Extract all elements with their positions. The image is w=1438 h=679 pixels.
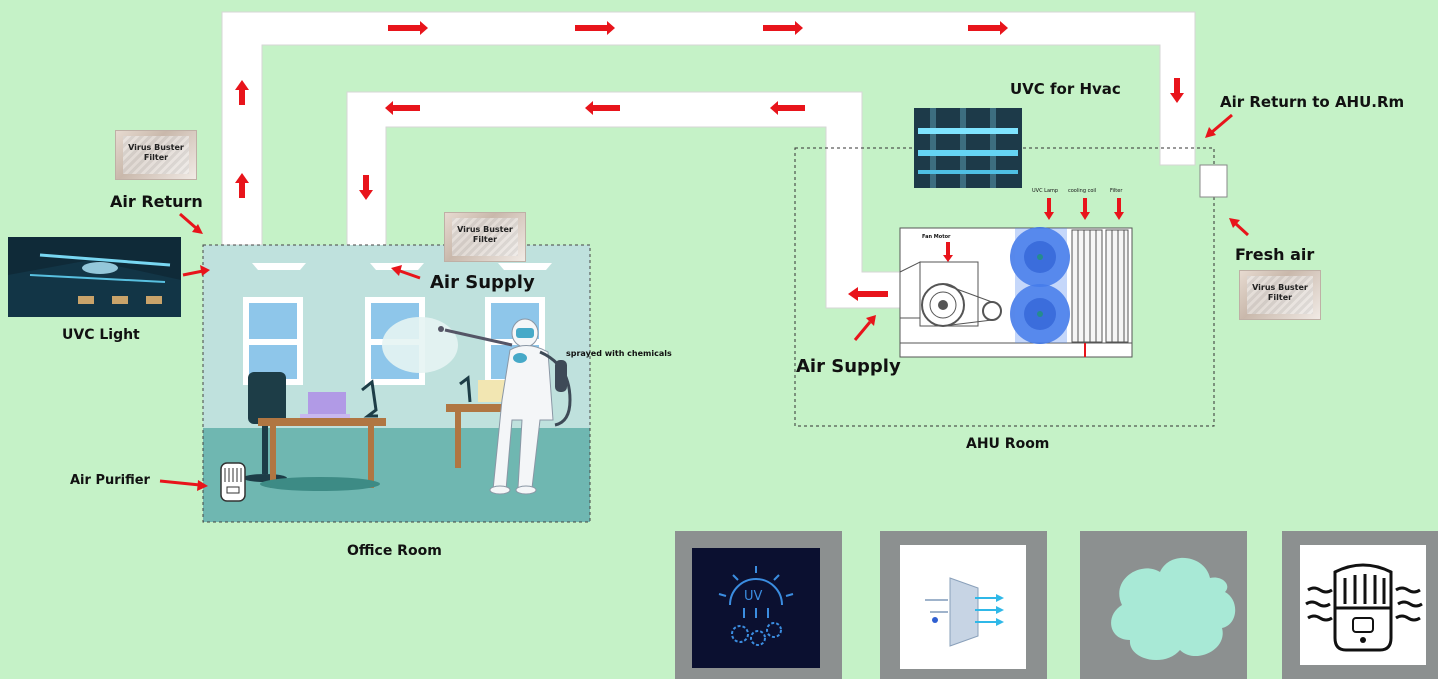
cloud-icon	[1111, 557, 1236, 661]
label-office-room: Office Room	[347, 543, 442, 559]
uvc-hvac-photo	[914, 108, 1022, 188]
ahu-room	[794, 147, 1215, 427]
label-ahu-room: AHU Room	[966, 436, 1050, 452]
return-duct	[221, 11, 1196, 246]
label-sprayed-with-chemicals: sprayed with chemicals	[566, 349, 672, 358]
air-purifier-icon	[1300, 545, 1426, 665]
filter-title: Virus Buster	[128, 143, 184, 152]
filter-title: Virus Buster	[457, 225, 513, 234]
label-air-return: Air Return	[110, 192, 203, 211]
label-pointer-arrows	[159, 113, 1250, 491]
filter-grille	[452, 218, 518, 256]
filter-grille	[1247, 276, 1313, 314]
label-air-supply-ahu: Air Supply	[796, 356, 901, 377]
fresh-air-inlet	[1199, 164, 1228, 198]
ahu-unit	[899, 198, 1133, 358]
filter-subtitle: Filter	[143, 153, 169, 162]
sanitizing-worker	[438, 318, 572, 495]
label-air-return-to-ahu: Air Return to AHU.Rm	[1220, 93, 1405, 111]
supply-flow-arrows	[359, 101, 888, 301]
label-air-supply-office: Air Supply	[430, 272, 535, 293]
filter-title: Virus Buster	[1252, 283, 1308, 292]
label-uvc-lamp: UVC Lamp	[1032, 188, 1059, 194]
label-air-purifier: Air Purifier	[70, 473, 150, 488]
uv-disinfection-icon	[692, 548, 820, 668]
return-flow-arrows	[235, 21, 1184, 198]
filter-grille	[123, 136, 189, 174]
air-filter-icon	[900, 545, 1026, 669]
label-fresh-air: Fresh air	[1235, 245, 1315, 264]
filter-subtitle: Filter	[472, 235, 498, 244]
label-fan-motor: Fan Motor	[922, 234, 951, 240]
filter-subtitle: Filter	[1267, 293, 1293, 302]
uv-icon-text: UV	[744, 589, 763, 604]
uvc-light-photo	[8, 237, 181, 317]
label-cooling-coil: cooling coil	[1068, 188, 1097, 194]
label-uvc-light: UVC Light	[62, 327, 140, 343]
label-uvc-for-hvac: UVC for Hvac	[1010, 80, 1121, 98]
office-room	[202, 244, 591, 523]
label-filter: Filter	[1110, 188, 1123, 194]
